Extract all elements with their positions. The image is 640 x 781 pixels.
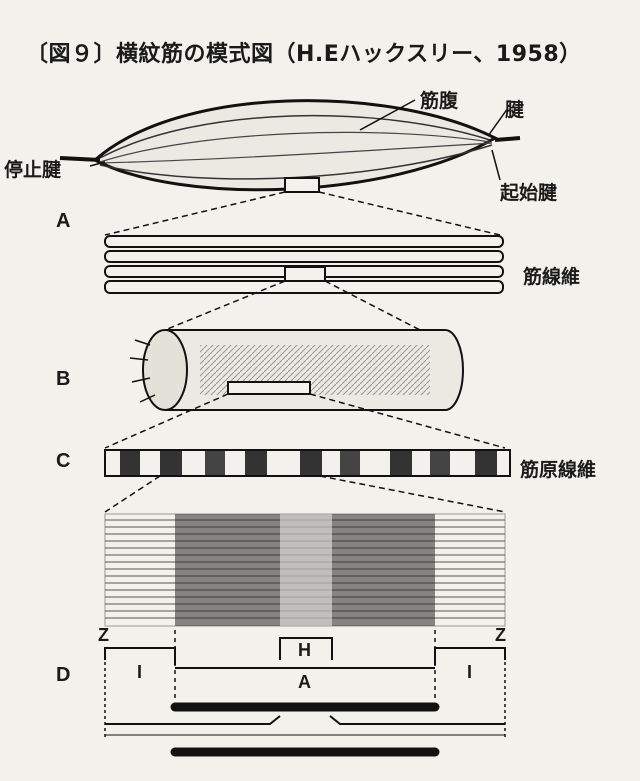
z-line-right-label: Z xyxy=(495,625,506,645)
leader-insertion xyxy=(89,161,106,167)
tendon-label: 腱 xyxy=(505,99,525,121)
muscle-fiber-label: 筋線維 xyxy=(523,266,581,288)
myofibril-bar xyxy=(104,449,511,477)
origin-tendon-label: 起始腱 xyxy=(500,182,558,204)
panel-a-label: A xyxy=(56,210,71,232)
i-band-left-label: I xyxy=(137,662,143,682)
h-zone-label: H xyxy=(298,640,311,660)
z-line-left-label: Z xyxy=(98,625,109,645)
leader-tendon xyxy=(487,107,509,137)
muscle-fibers xyxy=(104,235,504,294)
leader-origin xyxy=(491,149,501,181)
panel-c-label: C xyxy=(56,450,71,472)
myofibril-label: 筋原線維 xyxy=(520,459,597,481)
insertion-tendon-label: 停止腱 xyxy=(4,159,62,181)
sarcomere-filaments xyxy=(104,513,506,757)
a-band-label: A xyxy=(298,672,311,692)
panel-b-label: B xyxy=(56,368,71,390)
muscle-belly-shape xyxy=(59,99,521,193)
panel-d-label: D xyxy=(56,664,71,686)
muscle-belly-label: 筋腹 xyxy=(420,90,459,112)
figure-title: 〔図９〕横紋筋の模式図（H.Eハックスリー、1958） xyxy=(26,42,582,67)
i-band-right-label: I xyxy=(467,662,473,682)
leader-belly xyxy=(359,99,416,131)
fiber-cylinder xyxy=(129,329,464,411)
